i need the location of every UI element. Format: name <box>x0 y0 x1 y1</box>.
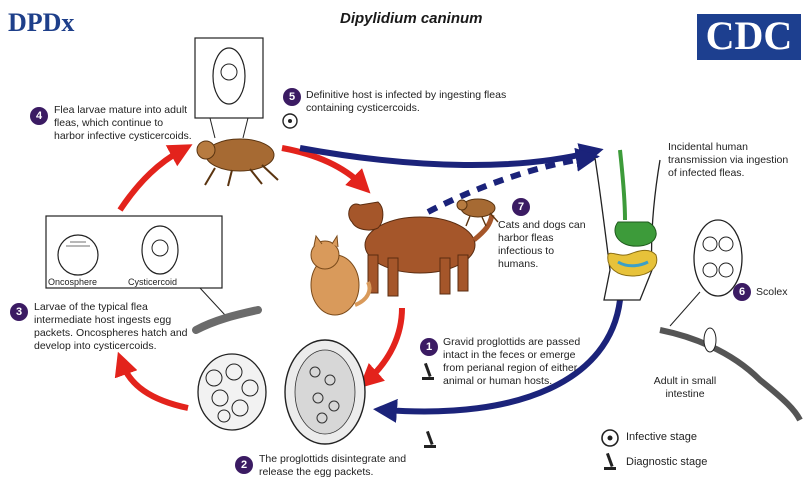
cdc-logo-text: CDC <box>701 12 797 60</box>
step-4-text: Flea larvae mature into adult fleas, whi… <box>54 104 194 143</box>
human-body <box>595 150 660 300</box>
microscope-icon <box>604 453 616 470</box>
legend-diagnostic-stage: Diagnostic stage <box>626 456 707 468</box>
step-2-badge: 2 <box>235 456 253 474</box>
step-3-text: Larvae of the typical flea intermediate … <box>34 301 206 353</box>
dpdx-logo[interactable]: DPDx <box>8 8 74 38</box>
step5-biohazard-icon <box>283 114 297 128</box>
human-transmission-label: Incidental human transmission via ingest… <box>668 141 798 180</box>
flea-top <box>197 139 278 186</box>
step-7-badge: 7 <box>512 198 530 216</box>
arrow-dog-to-proglottid <box>368 308 402 380</box>
oncosphere-label: Oncosphere <box>48 276 97 289</box>
proglottid <box>285 340 365 444</box>
step-5-text: Definitive host is infected by ingesting… <box>306 89 556 115</box>
dpdx-logo-text: DPDx <box>8 8 74 37</box>
adult-label: Adult in small intestine <box>640 375 730 401</box>
arrow-egg-to-larvae <box>122 363 188 408</box>
step-2-text: The proglottids disintegrate and release… <box>259 453 419 478</box>
step-6-badge: 6 <box>733 283 751 301</box>
step-7-text: Cats and dogs can harbor fleas infectiou… <box>498 219 594 271</box>
step-6-text: Scolex <box>756 286 788 299</box>
step2-microscope-icon <box>424 431 436 448</box>
arrow-flea-to-human <box>300 148 592 165</box>
egg-packet <box>198 354 266 430</box>
legend-infective-stage: Infective stage <box>626 431 697 443</box>
cysticercoid-label: Cysticercoid <box>128 276 177 289</box>
arrow-larvae-to-flea <box>120 150 182 210</box>
step-3-badge: 3 <box>10 303 28 321</box>
step-1-text: Gravid proglottids are passed intact in … <box>443 336 593 388</box>
step1-microscope-icon <box>422 363 434 380</box>
page-title: Dipylidium caninum <box>340 10 483 27</box>
biohazard-icon <box>602 430 618 446</box>
step-5-badge: 5 <box>283 88 301 106</box>
step-1-badge: 1 <box>420 338 438 356</box>
scolex <box>670 220 742 326</box>
step-4-badge: 4 <box>30 107 48 125</box>
cat <box>311 236 369 315</box>
